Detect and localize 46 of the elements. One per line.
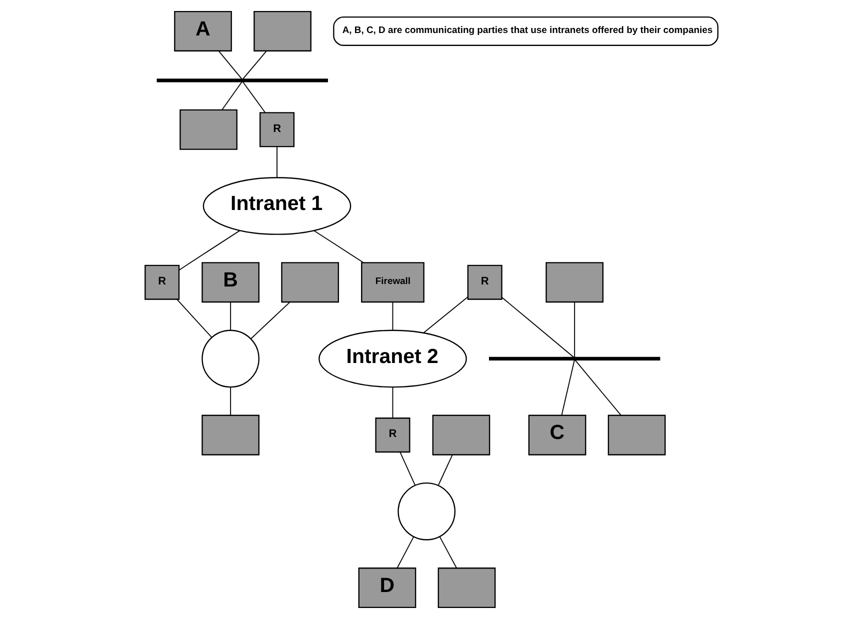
connector [250,302,290,340]
node-box: R [375,418,410,453]
node-circle [202,330,260,388]
node-box: Firewall [361,262,424,303]
connector [396,536,414,568]
connector [242,50,267,80]
connector [392,386,394,419]
node-bar [488,356,660,360]
node-box: D [358,568,416,608]
node-box: R [144,264,180,300]
node-box [432,414,490,456]
node-box: R [260,112,295,148]
node-box [608,414,666,456]
node-box: B [202,262,260,303]
connector [176,298,212,338]
connector [561,360,575,416]
connector [230,302,232,331]
connector [438,454,453,486]
node-circle [398,482,456,540]
node-box [254,10,312,52]
node-box: C [528,414,586,456]
connector [218,50,242,80]
node-bar [156,78,328,82]
node-box: A, B, C, D are communicating parties that use intranets offered by their companies [333,16,718,46]
node-box [546,262,604,303]
connector [574,302,576,358]
node-box [202,414,260,456]
connector [222,81,242,110]
node-box: R [467,264,502,300]
node-box [281,262,339,303]
connector [574,360,622,416]
connector [276,146,278,178]
connector [439,536,457,568]
connector [230,386,232,416]
connector [242,81,266,114]
node-ellipse: Intranet 2 [318,330,467,388]
connector [501,296,575,358]
connector [392,302,394,331]
node-box [438,568,496,608]
node-box: A [174,10,232,52]
node-box [180,109,238,150]
node-ellipse: Intranet 1 [202,177,352,235]
connector [400,452,416,486]
connector [178,230,240,271]
connector [423,296,468,334]
connector [313,230,364,264]
